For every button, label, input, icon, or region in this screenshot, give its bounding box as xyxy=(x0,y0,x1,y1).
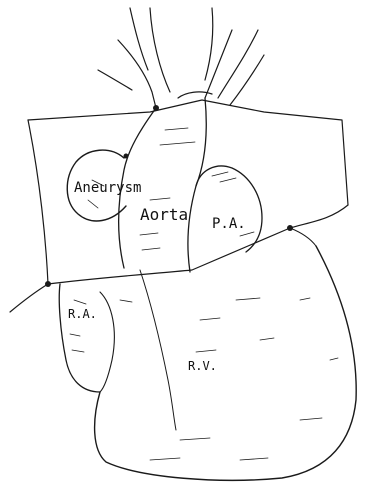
label-right-ventricle: R.V. xyxy=(188,359,217,373)
label-aneurysm: Aneurysm xyxy=(74,180,141,196)
suture-right xyxy=(287,225,293,231)
label-pulmonary-artery: P.A. xyxy=(212,216,246,232)
suture-aneurysm xyxy=(124,154,129,159)
suture-points xyxy=(45,105,293,287)
great-vessels xyxy=(98,8,264,108)
pulmonary-artery xyxy=(196,166,262,252)
label-aorta: Aorta xyxy=(140,205,188,224)
right-ventricle xyxy=(95,246,357,480)
right-atrium xyxy=(59,284,132,392)
labels: Aneurysm Aorta P.A. R.A. R.V. xyxy=(68,180,246,373)
label-right-atrium: R.A. xyxy=(68,307,97,321)
suture-left xyxy=(45,281,51,287)
suture-top xyxy=(153,105,159,111)
